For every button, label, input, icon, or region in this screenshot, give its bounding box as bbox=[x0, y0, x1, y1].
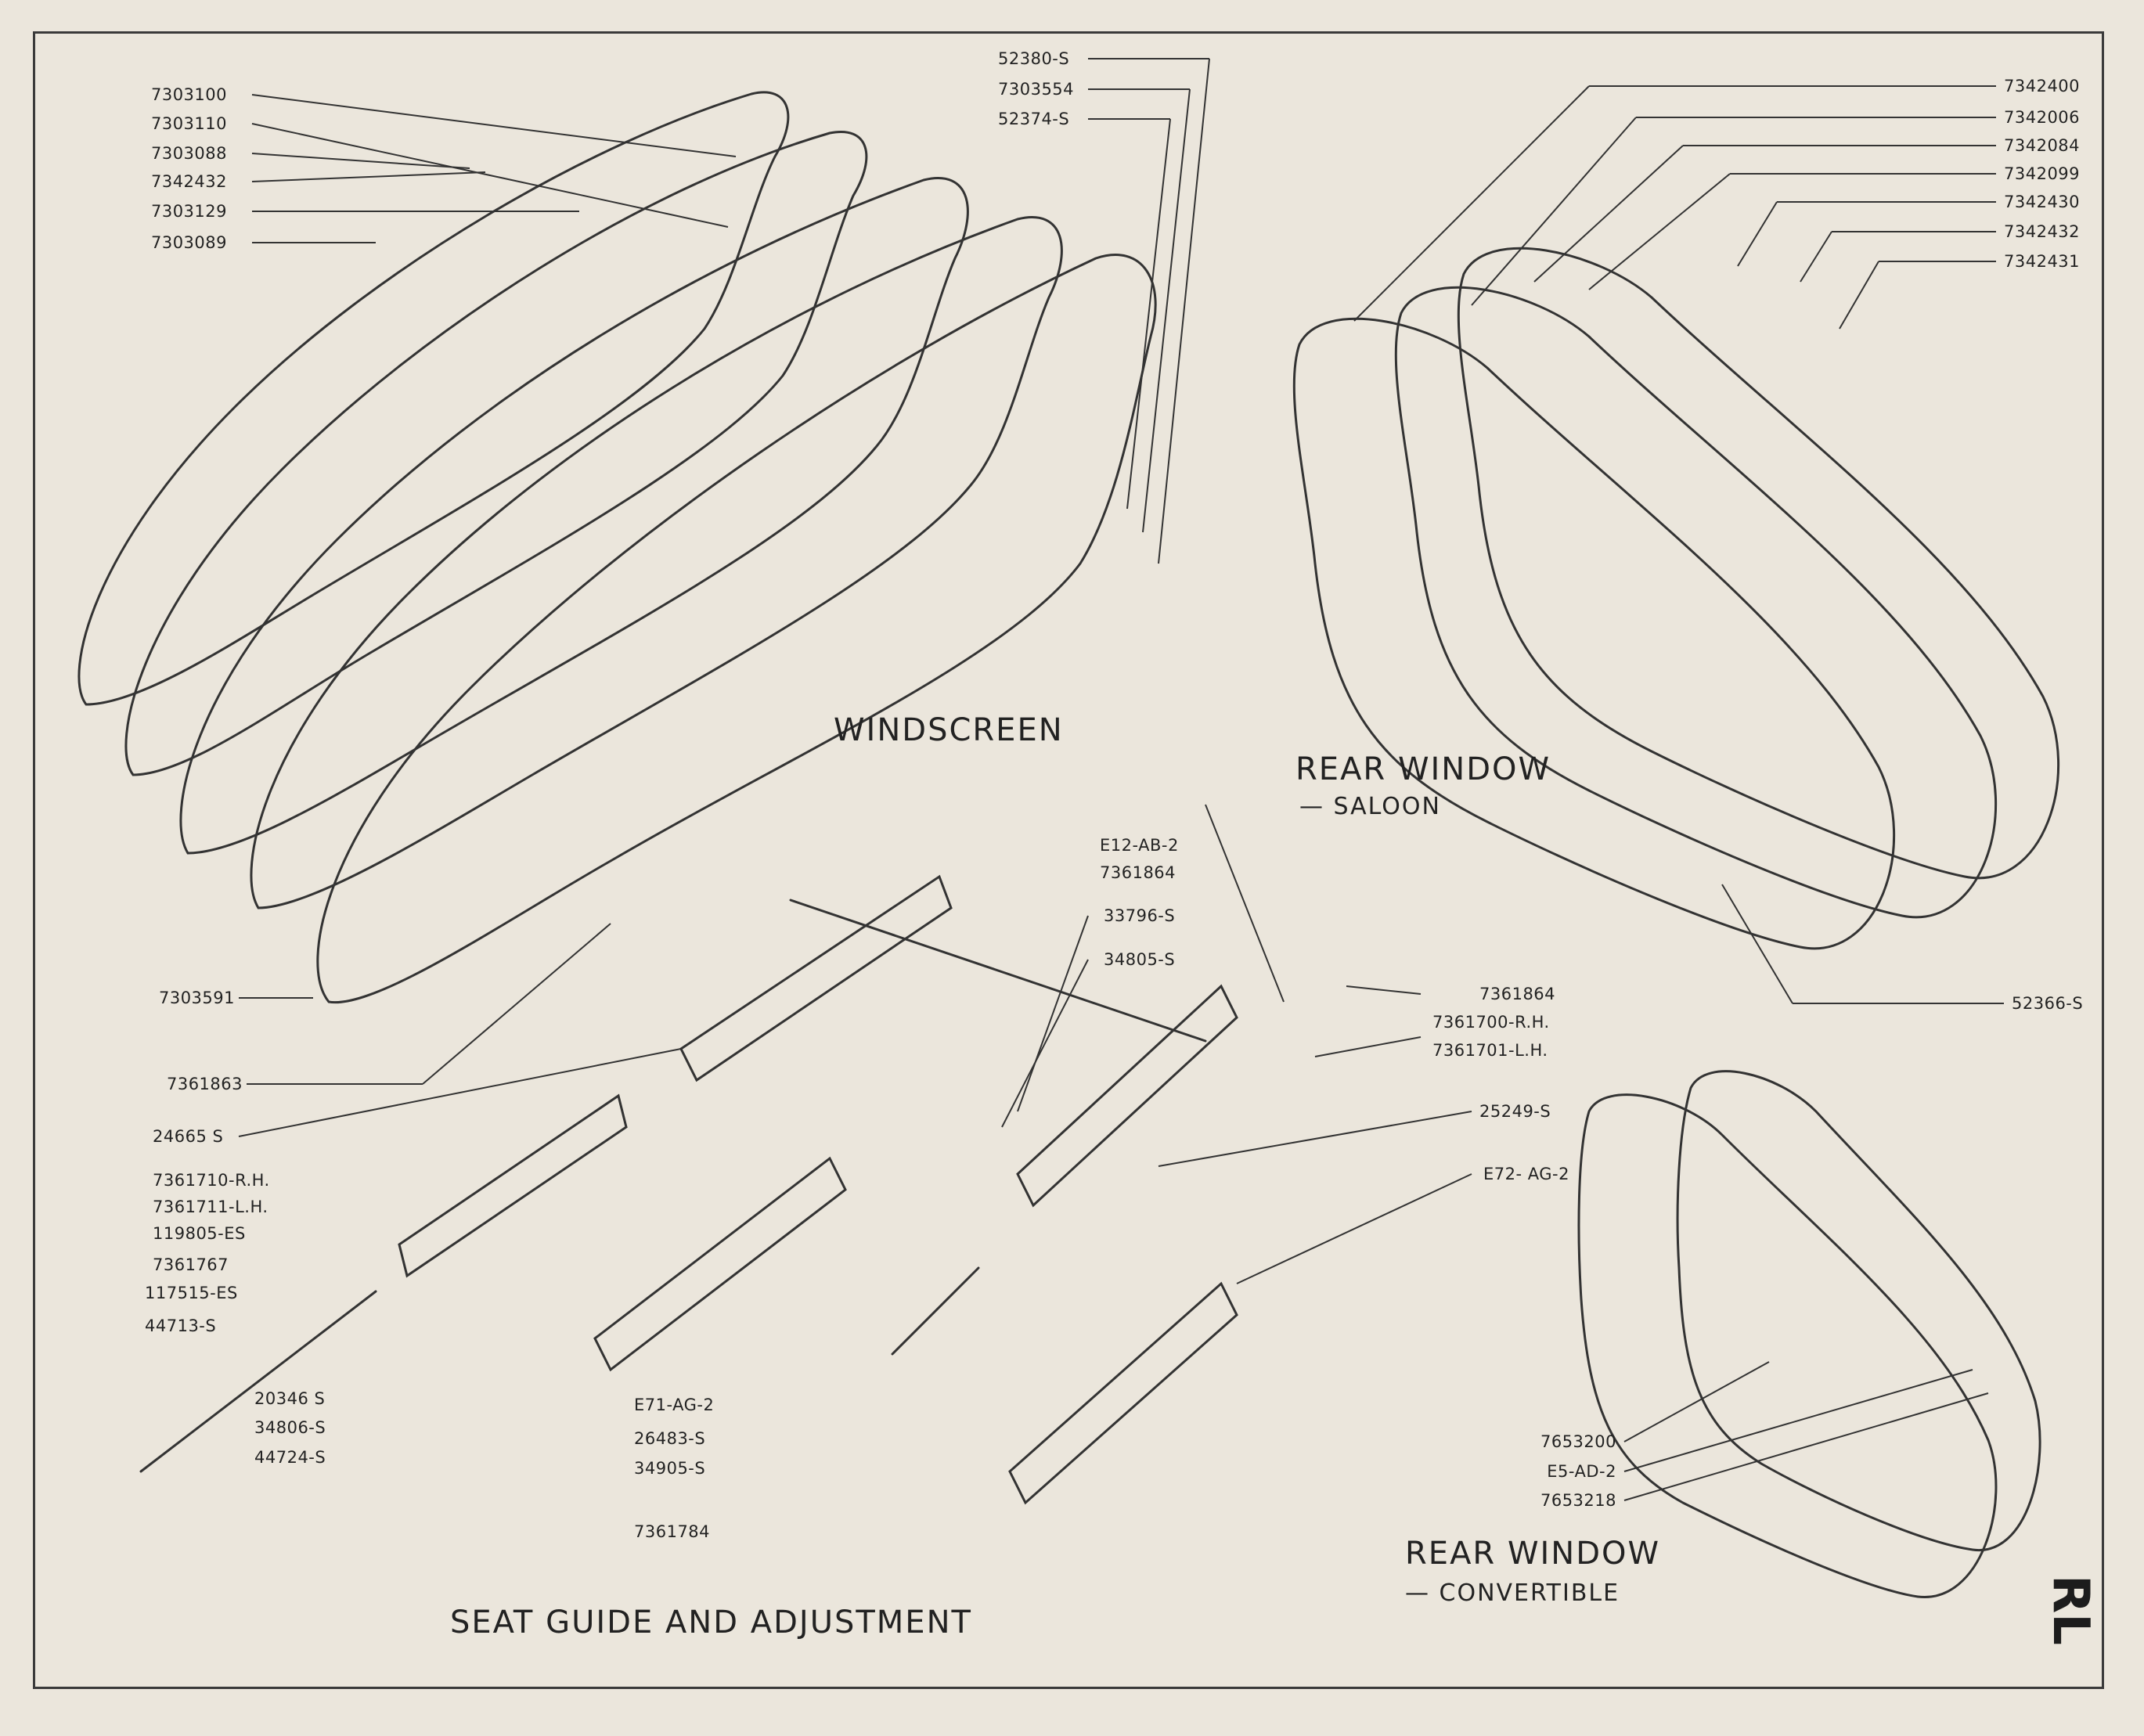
part-number: 7361864 bbox=[1100, 863, 1176, 882]
part-number: 7342400 bbox=[2004, 77, 2081, 95]
part-number: 34806-S bbox=[254, 1418, 326, 1437]
page-border bbox=[33, 31, 2104, 1689]
saloon-frame-3 bbox=[1457, 247, 2060, 880]
part-number: 7361863 bbox=[166, 1075, 243, 1093]
convertible-frame-1 bbox=[1577, 1093, 1998, 1598]
saloon-frame-2 bbox=[1394, 286, 1998, 919]
part-number: 24665 S bbox=[153, 1127, 224, 1146]
section-title-windscreen: WINDSCREEN bbox=[834, 712, 1064, 748]
part-number: 119805-ES bbox=[153, 1224, 246, 1243]
part-number: 7342431 bbox=[2004, 252, 2081, 271]
part-number: E5-AD-2 bbox=[1547, 1462, 1616, 1481]
part-number: 7342099 bbox=[2004, 164, 2081, 183]
part-number: 7303591 bbox=[158, 989, 235, 1007]
part-number: 7342432 bbox=[150, 172, 227, 191]
part-number: 26483-S bbox=[634, 1429, 706, 1448]
part-number: 7342006 bbox=[2004, 108, 2081, 127]
corner-mark: RL bbox=[2041, 1574, 2100, 1646]
part-number: 44713-S bbox=[145, 1316, 217, 1335]
section-title-rear-convertible: REAR WINDOW bbox=[1405, 1536, 1661, 1572]
part-number: E12-AB-2 bbox=[1100, 836, 1179, 855]
part-number: 52366-S bbox=[2012, 994, 2084, 1013]
windscreen-frame-1 bbox=[179, 177, 969, 855]
part-number: 7361710-R.H. bbox=[153, 1171, 270, 1190]
part-number: 7361767 bbox=[153, 1255, 229, 1274]
section-title-seat-guide: SEAT GUIDE AND ADJUSTMENT bbox=[450, 1605, 972, 1641]
windscreen-glass bbox=[316, 254, 1157, 1004]
part-number: 117515-ES bbox=[145, 1284, 238, 1302]
part-number: 7303129 bbox=[150, 202, 227, 221]
seat-spring bbox=[891, 1266, 980, 1356]
part-number: 52380-S bbox=[998, 49, 1070, 68]
seat-adjust-rod bbox=[789, 899, 1207, 1043]
part-number: 7342084 bbox=[2004, 136, 2081, 155]
section-subtitle-convertible: — CONVERTIBLE bbox=[1405, 1579, 1620, 1607]
part-number: 52374-S bbox=[998, 110, 1070, 128]
windscreen-frame-2 bbox=[250, 216, 1063, 909]
part-number: 33796-S bbox=[1104, 906, 1176, 925]
section-subtitle-saloon: — SALOON bbox=[1299, 793, 1441, 820]
convertible-frame-2 bbox=[1676, 1070, 2041, 1551]
part-number: 7361711-L.H. bbox=[153, 1198, 268, 1216]
part-number: E72- AG-2 bbox=[1483, 1165, 1569, 1183]
seat-packing-strip bbox=[398, 1093, 628, 1278]
windscreen-seal-2 bbox=[124, 131, 868, 776]
seat-bolt-long bbox=[139, 1290, 377, 1473]
part-number: 7361864 bbox=[1479, 985, 1556, 1003]
part-number: 7653218 bbox=[1540, 1491, 1616, 1510]
part-number: 34805-S bbox=[1104, 950, 1176, 969]
seat-guide-rail-right bbox=[1016, 984, 1238, 1208]
part-number: 7361701-L.H. bbox=[1432, 1041, 1548, 1060]
seat-slide-lower-right bbox=[1008, 1281, 1238, 1505]
saloon-frame-1 bbox=[1292, 317, 1896, 950]
part-number: 7303088 bbox=[150, 144, 227, 163]
windscreen-seal-1 bbox=[77, 91, 790, 706]
seat-slide-lower-left bbox=[593, 1156, 847, 1372]
part-number: 34905-S bbox=[634, 1459, 706, 1478]
seat-guide-rail-left bbox=[679, 874, 953, 1082]
part-number: 7303110 bbox=[150, 114, 227, 133]
part-number: 20346 S bbox=[254, 1389, 326, 1408]
part-number: 44724-S bbox=[254, 1448, 326, 1467]
part-number: 25249-S bbox=[1479, 1102, 1551, 1121]
part-number: E71-AG-2 bbox=[634, 1396, 715, 1414]
part-number: 7361700-R.H. bbox=[1432, 1013, 1550, 1032]
part-number: 7342432 bbox=[2004, 222, 2081, 241]
part-number: 7303554 bbox=[998, 80, 1075, 99]
part-number: 7653200 bbox=[1540, 1432, 1616, 1451]
part-number: 7303089 bbox=[150, 233, 227, 252]
part-number: 7303100 bbox=[150, 85, 227, 104]
section-title-rear-saloon: REAR WINDOW bbox=[1295, 751, 1551, 787]
part-number: 7361784 bbox=[634, 1522, 711, 1541]
part-number: 7342430 bbox=[2004, 193, 2081, 211]
